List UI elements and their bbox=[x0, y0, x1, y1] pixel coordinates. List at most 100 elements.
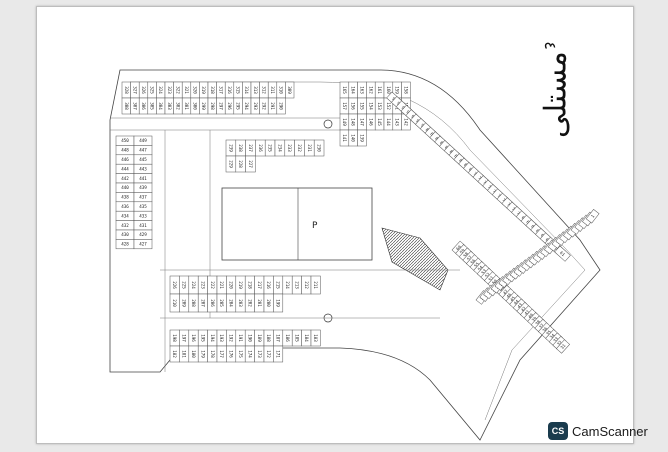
top-row-lot-number: 315 bbox=[236, 86, 241, 94]
middle-bottom-lot-number: 225 bbox=[182, 281, 187, 289]
bottom-row-lot-number: 176 bbox=[229, 350, 234, 358]
diagonal-row-lot: 61 bbox=[554, 245, 571, 262]
middle-bottom-lot-number: 209 bbox=[182, 299, 187, 307]
middle-bottom-lot-number: 202 bbox=[247, 299, 252, 307]
middle-bottom-lot bbox=[310, 275, 321, 295]
top-row-lot-number: 313 bbox=[253, 86, 258, 94]
middle-bottom-lot-number: 215 bbox=[276, 281, 281, 289]
bottom-row-lot-number: 181 bbox=[182, 350, 187, 358]
right-top-lot-number: 154 bbox=[368, 102, 373, 110]
middle-bottom-lot-number: 206 bbox=[210, 299, 215, 307]
middle-top-lot-number: 237 bbox=[248, 144, 253, 152]
lower-right-a-lot: 31 bbox=[556, 339, 570, 354]
lower-right-a-lot-number: 34 bbox=[549, 332, 556, 339]
bottom-row-lot-number: 185 bbox=[294, 334, 299, 342]
lower-right-a-lot-number: 38 bbox=[534, 319, 541, 326]
top-row-lot-number: 295 bbox=[236, 102, 241, 110]
bottom-row-lot-number: 188 bbox=[266, 334, 271, 342]
bottom-row-lot-number: 187 bbox=[276, 334, 281, 342]
lower-right-b-lot: 1 bbox=[585, 208, 600, 224]
lower-right-a-lot-number: 56 bbox=[469, 258, 476, 265]
top-row-lot-number: 297 bbox=[218, 102, 223, 110]
middle-bottom-lot-number: 223 bbox=[200, 281, 205, 289]
left-column-lot-number: 435 bbox=[139, 204, 147, 209]
right-top-lot-number: 143 bbox=[395, 118, 400, 126]
left-column-lot-number: 428 bbox=[121, 242, 129, 247]
middle-bottom-lot-number: 203 bbox=[238, 299, 243, 307]
lower-right-b-lot-number: 1 bbox=[590, 213, 596, 218]
top-row-lot-number: 311 bbox=[270, 86, 275, 94]
middle-top-lot-number: 228 bbox=[238, 160, 243, 168]
middle-bottom-lot-number: 217 bbox=[257, 281, 262, 289]
right-top-lot-number: 156 bbox=[351, 102, 356, 110]
bottom-row-lot-number: 172 bbox=[266, 350, 271, 358]
lower-right-a-lot-number: 45 bbox=[509, 295, 516, 302]
top-row-lot-number: 305 bbox=[150, 102, 155, 110]
right-top-lot-number: 160 bbox=[386, 86, 391, 94]
diagonal-row-lot-number: 61 bbox=[559, 250, 566, 257]
roundabout-top bbox=[323, 119, 333, 129]
bottom-row-lot-number: 175 bbox=[238, 350, 243, 358]
camscanner-watermark: CamScanner bbox=[572, 424, 648, 439]
lower-right-a-lot-number: 43 bbox=[516, 302, 523, 309]
camscanner-logo-icon: CS bbox=[548, 422, 568, 440]
lower-right-a-lot-number: 50 bbox=[491, 278, 498, 285]
bottom-row-lot-number: 178 bbox=[210, 350, 215, 358]
middle-bottom-lot-number: 207 bbox=[200, 299, 205, 307]
top-row-lot-number: 321 bbox=[184, 86, 189, 94]
top-row-lot-number: 316 bbox=[227, 86, 232, 94]
bottom-row-lot-number: 184 bbox=[304, 334, 309, 342]
bottom-row-lot-number: 198 bbox=[172, 334, 177, 342]
middle-bottom-lot-number: 216 bbox=[266, 281, 271, 289]
bottom-row-lot-number: 195 bbox=[200, 334, 205, 342]
middle-top-lot-number: 229 bbox=[228, 160, 233, 168]
top-row-lot-number: 323 bbox=[167, 86, 172, 94]
right-top-lot-number: 163 bbox=[360, 86, 365, 94]
middle-top-lot-number: 227 bbox=[248, 160, 253, 168]
lower-right-a-lot-number: 54 bbox=[477, 264, 484, 271]
middle-top-lot-number: 236 bbox=[258, 144, 263, 152]
lower-right-a-lot-number: 40 bbox=[527, 312, 534, 319]
middle-bottom-lot-number: 212 bbox=[304, 281, 309, 289]
middle-bottom-lot-number: 224 bbox=[191, 281, 196, 289]
middle-top-lot-number: 238 bbox=[238, 144, 243, 152]
bottom-row-lot bbox=[310, 329, 321, 347]
middle-top-lot-number: 232 bbox=[297, 144, 302, 152]
lower-right-a-lot-number: 58 bbox=[462, 251, 469, 258]
right-top-lot-number: 147 bbox=[360, 118, 365, 126]
top-row-lot-number: 299 bbox=[201, 102, 206, 110]
left-column-lot-number: 443 bbox=[139, 166, 147, 171]
left-column-lot-number: 442 bbox=[121, 176, 129, 181]
lower-right-a-lot-number: 42 bbox=[520, 305, 527, 312]
left-column-lot-number: 439 bbox=[139, 185, 147, 190]
middle-bottom-lot-number: 220 bbox=[229, 281, 234, 289]
left-column-lot-number: 444 bbox=[121, 166, 129, 171]
middle-bottom-lot bbox=[273, 293, 284, 313]
middle-bottom-lot-number: 200 bbox=[266, 299, 271, 307]
lower-right-a-lot-number: 52 bbox=[484, 271, 491, 278]
middle-bottom-lot-number: 201 bbox=[257, 299, 262, 307]
bottom-row-lot-number: 174 bbox=[247, 350, 252, 358]
right-top-lot-number: 158 bbox=[404, 86, 409, 94]
bottom-row-lot-number: 177 bbox=[219, 350, 224, 358]
lower-right-a-lot-number: 60 bbox=[455, 244, 462, 251]
left-column-lot-number: 438 bbox=[121, 195, 129, 200]
middle-bottom-lot-number: 221 bbox=[219, 281, 224, 289]
middle-bottom-lot-number: 219 bbox=[238, 281, 243, 289]
lower-right-a-lot-number: 39 bbox=[531, 315, 538, 322]
right-top-lot-number: 161 bbox=[377, 86, 382, 94]
lower-right-a-lot-number: 55 bbox=[473, 261, 480, 268]
top-row-lot-number: 314 bbox=[244, 86, 249, 94]
right-top-lot-number: 152 bbox=[386, 102, 391, 110]
plan-boundary bbox=[109, 69, 601, 441]
central-block bbox=[221, 187, 373, 261]
bottom-row-lot-number: 193 bbox=[219, 334, 224, 342]
top-row-lot-number: 306 bbox=[141, 102, 146, 110]
central-marker: P bbox=[312, 221, 318, 231]
top-row-lot-number: 326 bbox=[141, 86, 146, 94]
middle-bottom-lot-number: 218 bbox=[247, 281, 252, 289]
left-column-lot-number: 440 bbox=[121, 185, 129, 190]
right-top-lot-number: 159 bbox=[395, 86, 400, 94]
bottom-row-lot-number: 183 bbox=[313, 334, 318, 342]
